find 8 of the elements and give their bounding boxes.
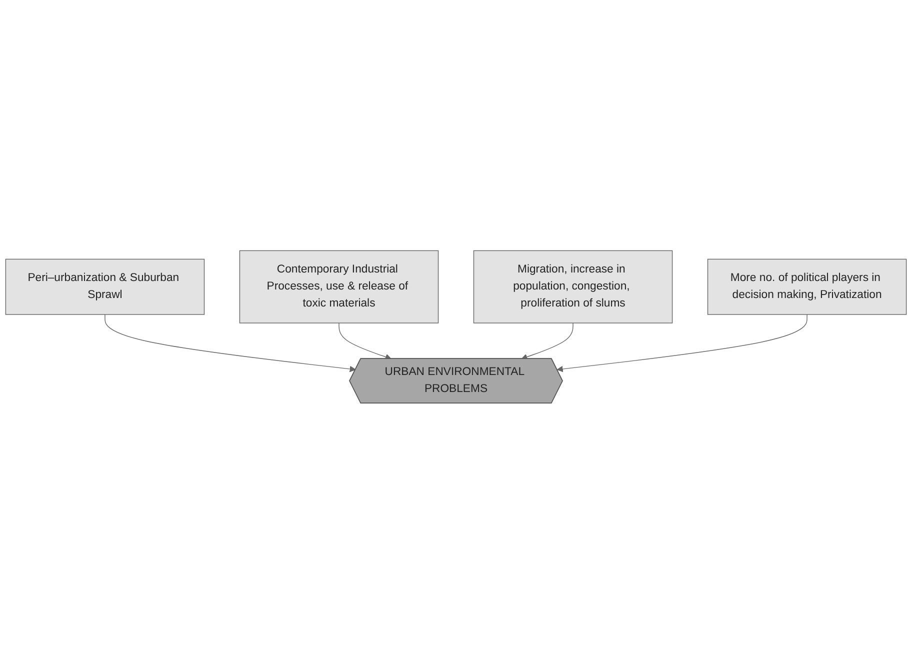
node-box: Contemporary Industrial Processes, use & release of toxic materials [239, 250, 439, 324]
arrow [556, 314, 808, 372]
arrow [338, 322, 392, 360]
node-box: More no. of political players in decision making, Privatization [707, 258, 907, 315]
node-box: Peri–urbanization & Suburban Sprawl [5, 258, 205, 315]
arrow [521, 322, 574, 360]
node-box: Migration, increase in population, congestion, proliferation of slums [473, 250, 673, 324]
arrow [104, 314, 356, 372]
